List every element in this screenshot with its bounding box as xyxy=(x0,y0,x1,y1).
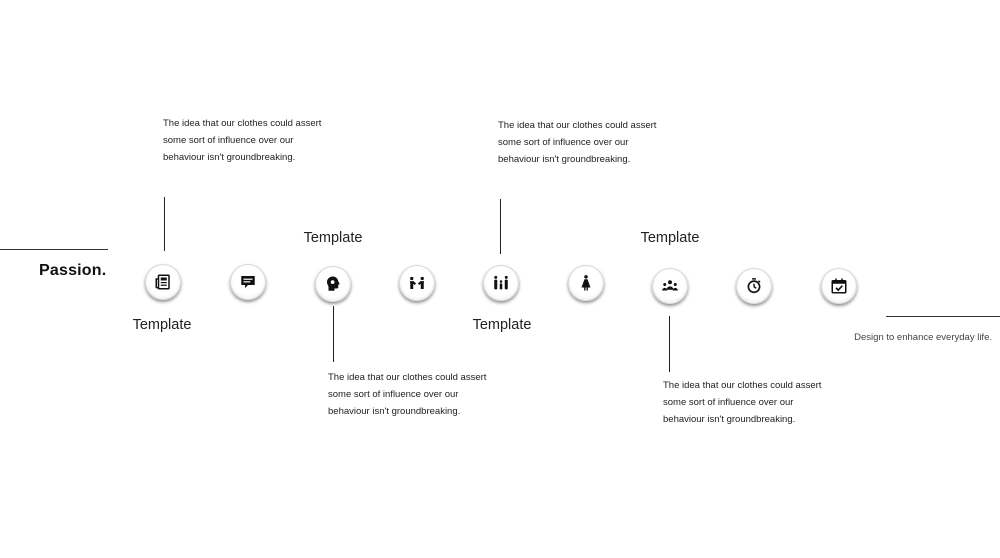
node-2 xyxy=(230,264,266,300)
newspaper-icon xyxy=(155,274,170,290)
connector-line-2 xyxy=(333,306,334,362)
description-1: The idea that our clothes could assert s… xyxy=(163,118,322,163)
node-3 xyxy=(315,266,351,302)
connector-line-3 xyxy=(500,199,501,254)
left-divider-line xyxy=(0,249,108,250)
description-4: The idea that our clothes could assert s… xyxy=(663,380,822,425)
label-3: Template xyxy=(472,317,532,333)
connector-line-1 xyxy=(164,197,165,251)
label-2: Template xyxy=(303,230,363,246)
node-7 xyxy=(652,268,688,304)
head-profile-icon xyxy=(327,276,340,291)
node-9 xyxy=(821,268,857,304)
right-divider-line xyxy=(886,316,1000,317)
connector-line-4 xyxy=(669,316,670,372)
family-icon xyxy=(494,275,508,290)
node-1 xyxy=(145,264,181,300)
brand-title: Passion. xyxy=(39,262,107,279)
tagline: Design to enhance everyday life. xyxy=(854,332,992,343)
node-8 xyxy=(736,268,772,304)
node-5 xyxy=(483,265,519,301)
calendar-check-icon xyxy=(831,278,847,294)
description-2: The idea that our clothes could assert s… xyxy=(328,372,487,417)
label-4: Template xyxy=(640,230,700,246)
handshake-icon xyxy=(409,276,425,289)
woman-icon xyxy=(581,275,591,291)
group-icon xyxy=(662,280,678,291)
node-6 xyxy=(568,265,604,301)
chat-bubble-icon xyxy=(241,276,255,288)
stopwatch-icon xyxy=(747,278,761,294)
description-3: The idea that our clothes could assert s… xyxy=(498,120,657,165)
node-4 xyxy=(399,265,435,301)
label-1: Template xyxy=(132,317,192,333)
